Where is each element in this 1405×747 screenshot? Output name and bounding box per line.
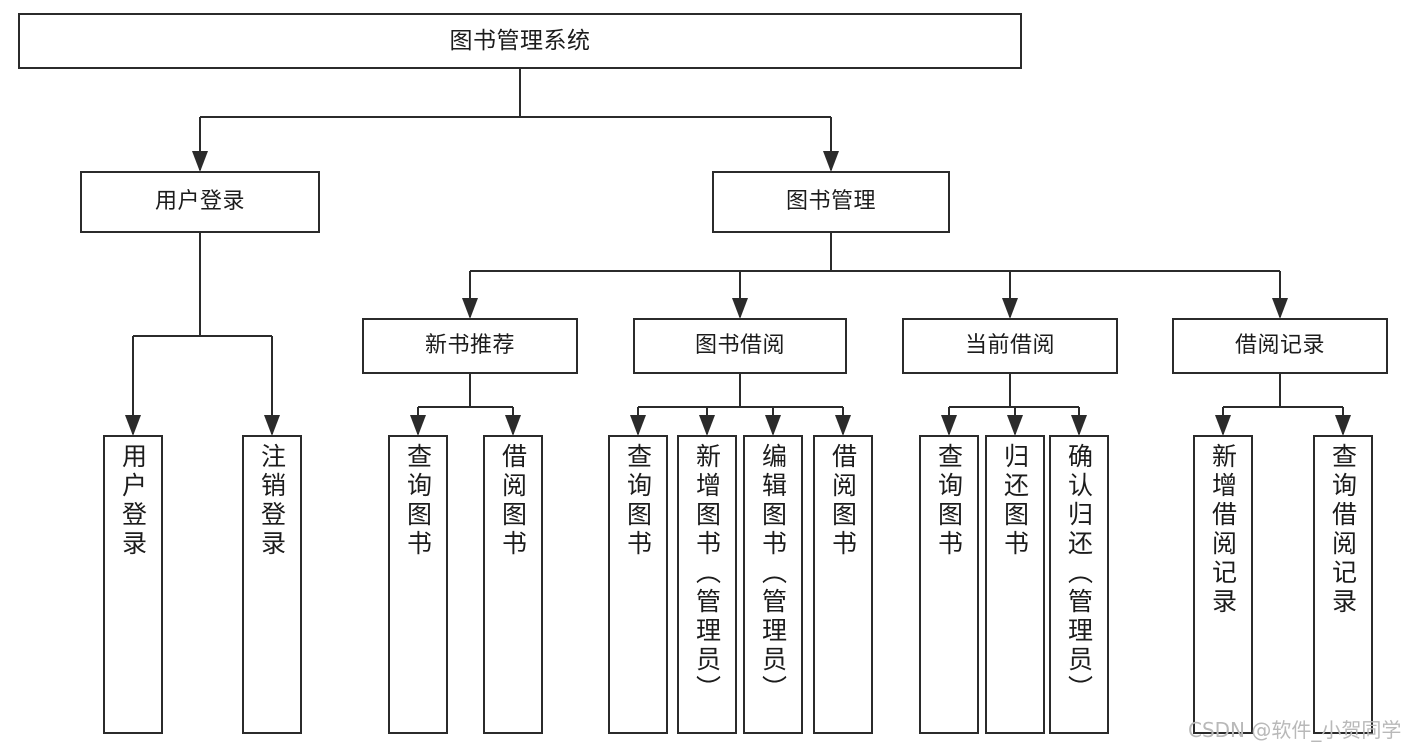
node-book-manage[interactable]: 图书管理 [712, 171, 950, 233]
node-leaf-edit-book[interactable]: 编辑图书（管理员） [743, 435, 803, 734]
node-leaf-borrow-book-2[interactable]: 借阅图书 [813, 435, 873, 734]
node-leaf-return-book[interactable]: 归还图书 [985, 435, 1045, 734]
node-leaf-user-login[interactable]: 用户登录 [103, 435, 163, 734]
node-label: 归还图书 [1000, 443, 1030, 559]
node-leaf-add-book[interactable]: 新增图书（管理员） [677, 435, 737, 734]
node-label: 新书推荐 [424, 333, 515, 359]
watermark: CSDN @软件_小贺同学 [1188, 718, 1402, 742]
node-label: 注销登录 [257, 443, 287, 559]
node-label: 图书管理 [785, 189, 876, 215]
node-label: 用户登录 [154, 189, 245, 215]
node-new-book-rec[interactable]: 新书推荐 [362, 318, 578, 374]
node-borrow-record[interactable]: 借阅记录 [1172, 318, 1388, 374]
node-label: 查询借阅记录 [1328, 443, 1358, 617]
node-label: 新增图书（管理员） [692, 443, 722, 704]
node-label: 借阅图书 [498, 443, 528, 559]
node-label: 查询图书 [934, 443, 964, 559]
node-label: 图书管理系统 [449, 27, 591, 54]
node-leaf-query-book-2[interactable]: 查询图书 [608, 435, 668, 734]
node-label: 用户登录 [118, 443, 148, 559]
node-label: 借阅记录 [1234, 333, 1325, 359]
node-leaf-user-logout[interactable]: 注销登录 [242, 435, 302, 734]
node-label: 查询图书 [403, 443, 433, 559]
node-label: 编辑图书（管理员） [758, 443, 788, 704]
node-leaf-add-record[interactable]: 新增借阅记录 [1193, 435, 1253, 734]
node-leaf-query-record[interactable]: 查询借阅记录 [1313, 435, 1373, 734]
node-label: 图书借阅 [694, 333, 785, 359]
node-label: 借阅图书 [828, 443, 858, 559]
node-user-login[interactable]: 用户登录 [80, 171, 320, 233]
node-leaf-confirm-return[interactable]: 确认归还（管理员） [1049, 435, 1109, 734]
node-root[interactable]: 图书管理系统 [18, 13, 1022, 69]
node-leaf-query-book-1[interactable]: 查询图书 [388, 435, 448, 734]
node-book-borrow[interactable]: 图书借阅 [633, 318, 847, 374]
node-leaf-query-book-3[interactable]: 查询图书 [919, 435, 979, 734]
node-leaf-borrow-book-1[interactable]: 借阅图书 [483, 435, 543, 734]
node-label: 查询图书 [623, 443, 653, 559]
node-label: 新增借阅记录 [1208, 443, 1238, 617]
node-label: 当前借阅 [964, 333, 1055, 359]
node-label: 确认归还（管理员） [1064, 443, 1094, 704]
node-current-borrow[interactable]: 当前借阅 [902, 318, 1118, 374]
